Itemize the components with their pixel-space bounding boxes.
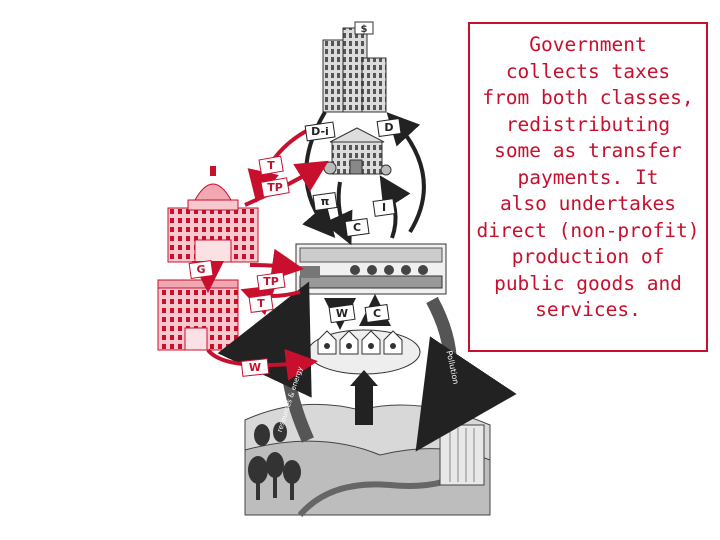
caption-box: Government collects taxes from both clas…: [468, 22, 708, 352]
svg-text:D: D: [384, 121, 393, 134]
caption-line: collects taxes: [505, 59, 671, 83]
caption-line: some as transfer: [494, 139, 682, 162]
tag-tp-top: TP: [260, 177, 290, 198]
flow-arrow-t-mid: [240, 285, 301, 316]
tag-d: D: [376, 117, 402, 138]
tag-w-bottom: W: [240, 358, 270, 377]
caption-line: services.: [535, 298, 641, 321]
trees-icon: [248, 422, 301, 500]
caption-line: payments. It: [517, 165, 659, 189]
tag-d-i: D-i: [304, 121, 336, 142]
pollution-arrow: [415, 296, 517, 452]
skyscraper-icon: $: [322, 21, 387, 113]
tag-w-flow: W: [328, 303, 356, 324]
svg-text:T: T: [257, 297, 265, 310]
caption-line: direct (non-profit): [476, 218, 700, 242]
capitol-building-icon: [167, 166, 259, 263]
svg-text:TP: TP: [267, 181, 283, 194]
waterfall-icon: [439, 424, 485, 486]
households-icon: [307, 329, 421, 375]
caption-line: also undertakes: [499, 192, 677, 215]
svg-text:D-i: D-i: [311, 125, 329, 138]
svg-text:W: W: [336, 307, 348, 320]
government-office-icon: [157, 279, 239, 351]
svg-text:G: G: [196, 263, 205, 276]
svg-text:π: π: [321, 195, 330, 208]
caption-line: redistributing: [505, 112, 671, 136]
svg-text:I: I: [382, 201, 386, 214]
tag-t-mid: T: [248, 293, 274, 314]
tag-pi: π: [312, 191, 338, 212]
flow-arrow-firms-to-bank: [386, 112, 426, 234]
caption-line: production of: [511, 245, 665, 268]
svg-text:W: W: [249, 361, 261, 374]
svg-text:C: C: [373, 307, 381, 320]
svg-text:T: T: [267, 159, 275, 172]
tag-i: I: [372, 198, 396, 217]
tag-t-top: T: [258, 155, 284, 176]
boardroom-icon: [295, 243, 447, 295]
tag-c-top: C: [344, 217, 370, 238]
flow-arrow-tp-mid: [249, 248, 304, 281]
flow-arrow-pi: [323, 181, 353, 246]
dollar-sign: $: [361, 24, 368, 35]
tag-tp-mid: TP: [256, 271, 286, 292]
svg-text:C: C: [353, 221, 361, 234]
tag-c-flow: C: [364, 303, 390, 324]
labor-arrow: [355, 385, 373, 425]
svg-text:TP: TP: [263, 275, 279, 288]
caption-line: from both classes,: [482, 86, 694, 109]
flow-arrow-t-top: [247, 126, 313, 203]
caption-line: public goods and: [494, 271, 682, 295]
caption-line: Government: [529, 33, 647, 56]
tag-g: G: [188, 259, 214, 280]
